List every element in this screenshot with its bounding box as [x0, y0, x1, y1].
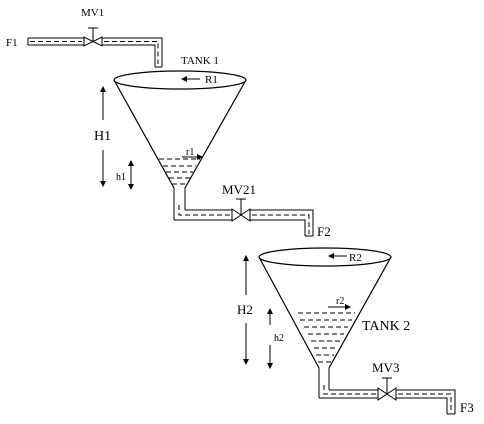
label-r1: R1: [205, 74, 218, 86]
label-tank-1: TANK 1: [181, 55, 219, 67]
label-mv1: MV1: [81, 7, 104, 19]
label-r2: R2: [349, 252, 362, 264]
label-mv21: MV21: [222, 182, 256, 197]
label-H2: H2: [237, 302, 253, 317]
tank-1: [113, 70, 247, 220]
label-H1: H1: [94, 129, 111, 144]
inlet-pipe-f1: [27, 37, 163, 68]
label-r2-small: r2: [336, 296, 344, 307]
valve-mv21[interactable]: [231, 198, 251, 222]
label-f1: F1: [6, 37, 18, 49]
valve-mv1[interactable]: [83, 27, 103, 47]
label-tank-2: TANK 2: [362, 319, 410, 334]
label-r1-small: r1: [186, 147, 194, 158]
label-f3: F3: [460, 400, 474, 415]
label-f2: F2: [317, 224, 331, 239]
tank-2: [258, 247, 392, 398]
label-mv3: MV3: [372, 360, 399, 375]
pipe-f2: [174, 205, 314, 237]
valve-mv3[interactable]: [377, 377, 397, 401]
label-h2: h2: [274, 333, 284, 344]
pipe-f3: [319, 385, 456, 415]
label-h1: h1: [116, 172, 126, 183]
